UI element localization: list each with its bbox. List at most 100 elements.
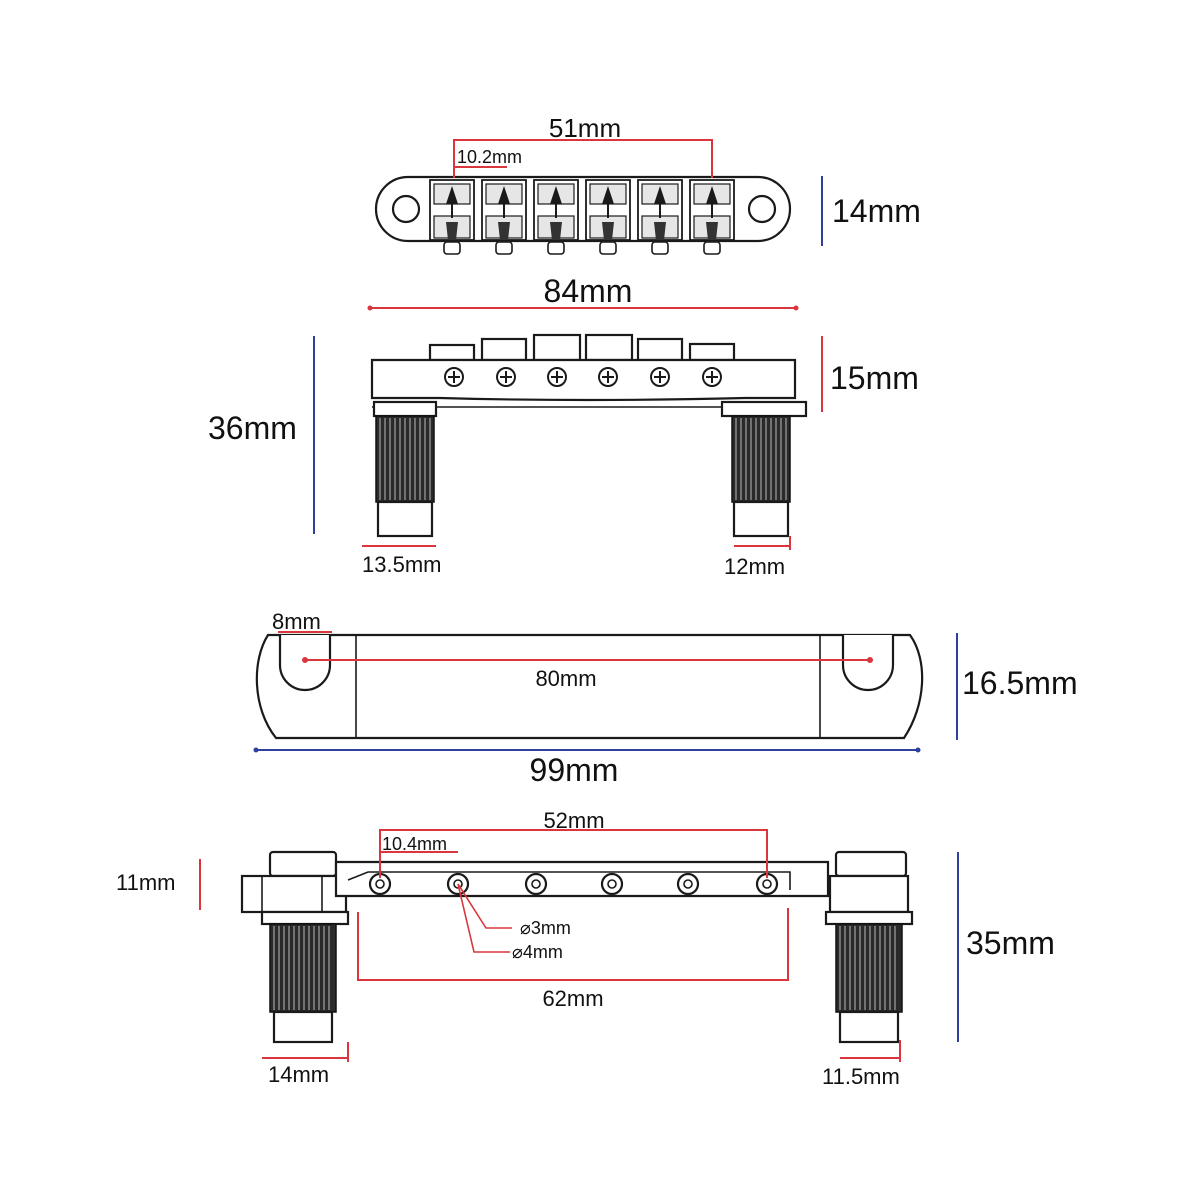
small-hole-leader xyxy=(457,883,512,929)
rear-right-post-shank xyxy=(838,1010,900,1044)
top-saddle-6 xyxy=(689,179,735,255)
hole-spacing-end-right xyxy=(867,657,873,663)
rear-hole-1 xyxy=(368,872,392,896)
front-screw-2 xyxy=(496,367,516,387)
top-saddle-spring xyxy=(654,222,666,240)
hole-pitch-label: 10.4mm xyxy=(382,834,447,854)
rear-hole-6 xyxy=(755,872,779,896)
slot-width-label: 8mm xyxy=(272,609,321,634)
front-saddle-6 xyxy=(688,342,736,362)
left-post-label: 13.5mm xyxy=(362,552,441,577)
tailpiece-right-slot xyxy=(841,635,895,692)
front-screw-5 xyxy=(650,367,670,387)
length-label: 84mm xyxy=(544,273,633,309)
front-saddle-1 xyxy=(428,343,476,362)
rear-view-body xyxy=(334,860,830,898)
front-right-post-shank xyxy=(732,500,790,538)
front-right-post-knurl xyxy=(735,418,787,500)
front-left-post-shank xyxy=(376,500,434,538)
top-saddle-3 xyxy=(533,179,579,255)
front-saddle-2 xyxy=(480,337,528,362)
tailpiece-height-label: 16.5mm xyxy=(962,665,1078,701)
top-saddle-spring xyxy=(498,222,510,240)
rear-left-post-label: 14mm xyxy=(268,1062,329,1087)
tailpiece-length-end-left xyxy=(253,747,259,753)
rear-left-post-shank xyxy=(272,1010,334,1044)
rear-right-post-cap xyxy=(834,850,908,878)
rear-hole-inner xyxy=(531,879,541,889)
small-hole-label: ⌀3mm xyxy=(520,918,571,938)
rear-left-post-nut xyxy=(240,874,348,914)
saddle-pitch-label: 10.2mm xyxy=(457,147,522,167)
saddle-span-label: 51mm xyxy=(549,113,621,143)
top-saddle-4 xyxy=(585,179,631,255)
top-view-left-hole xyxy=(391,194,421,224)
top-saddle-screw-head xyxy=(703,241,721,255)
rear-hole-4 xyxy=(600,872,624,896)
hole-span-label: 52mm xyxy=(543,808,604,833)
top-saddle-notch xyxy=(550,186,562,204)
top-saddle-notch xyxy=(654,186,666,204)
top-saddle-notch xyxy=(498,186,510,204)
rear-right-post-knurl xyxy=(839,926,896,1010)
rear-right-post-nut xyxy=(828,874,910,914)
top-saddle-spring xyxy=(602,222,614,240)
hole-spacing-end-left xyxy=(302,657,308,663)
front-view-saddles xyxy=(428,333,736,362)
total-height-label: 36mm xyxy=(208,410,297,446)
front-screw-1 xyxy=(444,367,464,387)
front-view-screws xyxy=(444,367,722,387)
rear-view-dimensions: 52mm 10.4mm 11mm ⌀3mm ⌀4mm 62mm 35mm 14m… xyxy=(116,808,1055,1089)
front-screw-6 xyxy=(702,367,722,387)
top-saddle-spring xyxy=(446,222,458,240)
front-saddle-3 xyxy=(532,333,582,362)
top-view-body xyxy=(374,175,792,243)
rear-total-height-label: 35mm xyxy=(966,925,1055,961)
rear-hole-inner xyxy=(762,879,772,889)
top-view-right-hole xyxy=(747,194,777,224)
front-right-post xyxy=(720,400,808,538)
top-saddle-5 xyxy=(637,179,683,255)
front-left-post-knurl xyxy=(379,418,431,500)
rear-hole-inner xyxy=(375,879,385,889)
rear-left-post-washer xyxy=(260,910,350,926)
front-screw-4 xyxy=(598,367,618,387)
top-view-dimensions: 51mm 10.2mm 14mm xyxy=(453,113,921,246)
post-spacing-label: 62mm xyxy=(542,986,603,1011)
front-left-post xyxy=(372,400,438,538)
rear-view-body-inner xyxy=(347,871,791,890)
rear-hole-inner xyxy=(683,879,693,889)
rear-right-post-washer xyxy=(824,910,914,926)
rear-left-post-cap xyxy=(268,850,338,878)
front-saddle-4 xyxy=(584,333,634,362)
length-line-end-left xyxy=(367,305,373,311)
front-view-body xyxy=(370,358,797,402)
rear-hole-inner xyxy=(607,879,617,889)
front-view xyxy=(370,333,808,538)
top-saddle-screw-head xyxy=(495,241,513,255)
top-saddle-spring xyxy=(550,222,562,240)
saddle-span-line xyxy=(453,139,713,178)
rear-right-post-thread xyxy=(835,923,903,1013)
tailpiece-dimensions: 8mm 80mm 16.5mm 99mm xyxy=(253,609,1078,788)
hole-span-line xyxy=(379,829,768,878)
right-post-label: 12mm xyxy=(724,554,785,579)
top-view xyxy=(374,175,792,255)
front-right-post-collar xyxy=(720,400,808,418)
top-saddle-notch xyxy=(446,186,458,204)
front-screw-3 xyxy=(547,367,567,387)
top-saddle-1 xyxy=(429,179,475,255)
rear-left-post xyxy=(240,850,350,1044)
top-saddle-2 xyxy=(481,179,527,255)
rear-right-post-label: 11.5mm xyxy=(822,1064,900,1089)
rear-height-label: 11mm xyxy=(116,870,176,895)
top-saddle-screw-head xyxy=(443,241,461,255)
rear-hole-3 xyxy=(524,872,548,896)
depth-label: 14mm xyxy=(832,193,921,229)
rear-left-post-knurl xyxy=(273,926,330,1010)
post-spacing-line xyxy=(357,908,789,981)
rear-hole-5 xyxy=(676,872,700,896)
large-hole-leader xyxy=(457,883,510,953)
top-saddle-spring xyxy=(706,222,718,240)
